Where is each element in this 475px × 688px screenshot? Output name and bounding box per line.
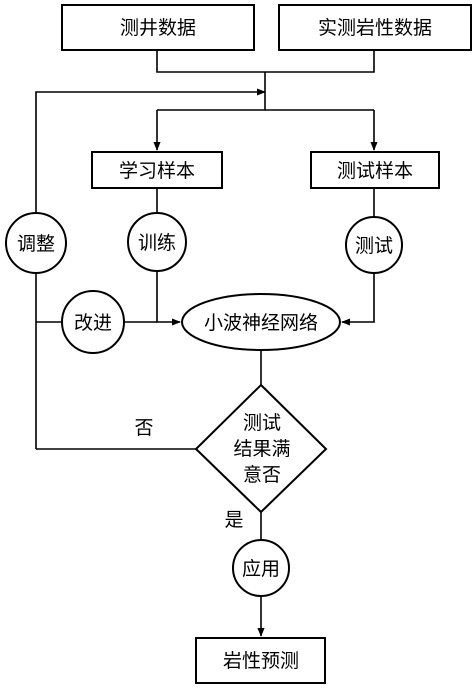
merge-line	[156, 50, 375, 73]
rock-data-box	[278, 4, 472, 51]
well-data-box	[61, 4, 255, 51]
feedback-loop-line	[35, 88, 266, 449]
test-sample-label: 测试样本	[337, 160, 413, 182]
adjust-label: 调整	[17, 233, 55, 255]
apply-circle	[232, 539, 290, 597]
improve-label: 改进	[74, 312, 112, 334]
rock-data-label: 实测岩性数据	[318, 17, 432, 39]
wavelet-nn-ellipse	[181, 293, 341, 351]
yes-label: 是	[224, 509, 243, 531]
no-label: 否	[134, 417, 153, 439]
wavelet-nn-label: 小波神经网络	[204, 312, 318, 334]
lithology-prediction-box	[195, 637, 326, 684]
adjust-circle	[5, 212, 67, 274]
connectors	[35, 50, 378, 637]
test-circle	[345, 216, 403, 274]
train-to-nn-arrow	[156, 269, 181, 326]
decision-label-line2: 结果满	[233, 438, 290, 460]
train-label: 训练	[138, 232, 176, 254]
decision-label-line3: 意否	[243, 464, 281, 486]
lithology-prediction-label: 岩性预测	[223, 650, 299, 672]
well-data-label: 测井数据	[120, 17, 196, 39]
test-label: 测试	[355, 235, 393, 257]
test-sample-box	[310, 151, 440, 189]
train-circle	[127, 212, 187, 272]
improve-circle	[61, 290, 125, 354]
decision-label-line1: 测试	[243, 412, 281, 434]
train-sample-box	[91, 151, 223, 189]
decision-diamond	[194, 383, 328, 514]
test-to-nn-arrow	[341, 272, 375, 326]
apply-label: 应用	[242, 558, 280, 580]
train-sample-label: 学习样本	[119, 160, 195, 182]
